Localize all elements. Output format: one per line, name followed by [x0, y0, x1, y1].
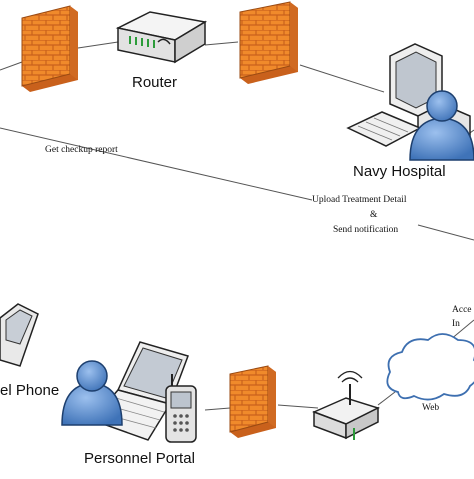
portal-user-icon — [61, 360, 123, 426]
line-firewall-ap — [277, 404, 319, 409]
line-firewall-hospital — [299, 64, 385, 93]
firewall-icon — [239, 1, 298, 84]
upload-edge-label-amp: & — [370, 210, 378, 220]
line-left-firewall — [0, 61, 23, 71]
line-firewall-router — [77, 41, 119, 49]
line-upload-right — [417, 224, 474, 241]
line-router-firewall — [204, 41, 239, 46]
cell-phone-label: el Phone — [0, 382, 60, 399]
firewall-icon — [21, 5, 78, 92]
router-icon — [115, 11, 208, 64]
mobile-phone-icon — [165, 374, 197, 443]
access-edge-label: Acce In — [452, 305, 472, 329]
navy-hospital-label: Navy Hospital — [353, 163, 446, 180]
wireless-access-point-icon — [312, 370, 380, 440]
cell-phone-icon — [0, 303, 39, 367]
upload-edge-label-line2: Send notification — [333, 225, 399, 235]
web-label: Web — [422, 403, 440, 413]
line-checkup — [0, 127, 313, 201]
upload-edge-label-line1: Upload Treatment Detail — [312, 195, 407, 205]
line-portal-firewall — [204, 407, 231, 411]
firewall-icon — [229, 365, 276, 438]
internet-cloud-icon — [386, 333, 474, 401]
hospital-user-icon — [409, 90, 474, 161]
checkup-edge-label: Get checkup report — [45, 145, 118, 155]
personnel-portal-label: Personnel Portal — [84, 450, 195, 467]
line-ap-web — [377, 391, 396, 406]
router-label: Router — [132, 74, 178, 91]
